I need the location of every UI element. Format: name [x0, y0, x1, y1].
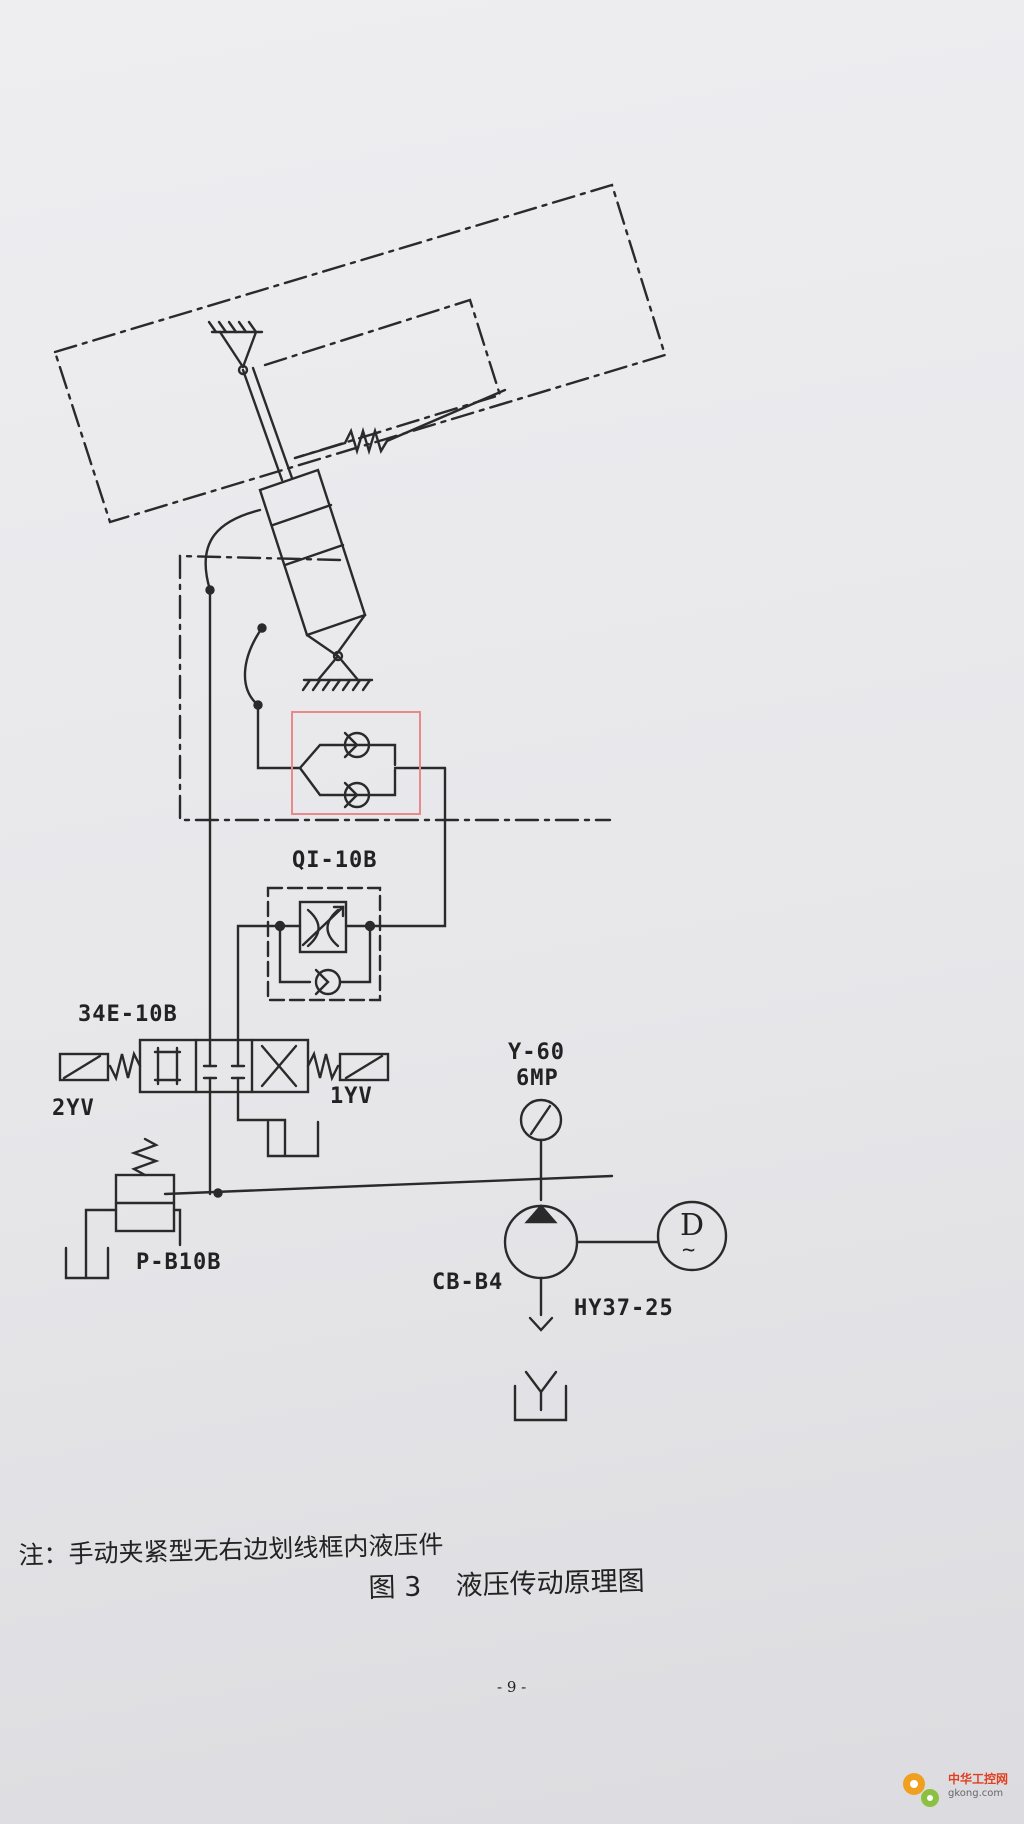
table-frame	[53, 183, 667, 524]
top-pivot	[207, 320, 264, 376]
hose-lower	[243, 626, 264, 707]
relief-valve	[64, 1137, 182, 1280]
site-watermark: 中华工控网 gkong.com	[896, 1764, 1016, 1814]
motor	[656, 1200, 728, 1272]
table-inner-frame	[263, 298, 502, 460]
optional-components-frame	[178, 554, 612, 822]
tank-symbol-pump	[513, 1370, 568, 1422]
throttle-check-valve	[266, 886, 382, 1002]
motor-symbol: D	[680, 1208, 706, 1243]
watermark-url: gkong.com	[948, 1788, 1004, 1799]
line-to-check-valves	[256, 703, 302, 770]
tank-return-valve	[236, 1090, 287, 1158]
gauge-pressure-label: 6MP	[516, 1066, 559, 1091]
page-number: - 9 -	[497, 1678, 527, 1696]
pump	[503, 1176, 660, 1332]
dir-valve-label: 34E-10B	[78, 1002, 178, 1027]
hose-left	[204, 508, 262, 592]
directional-valve	[138, 1038, 310, 1094]
main-pressure-line	[163, 1174, 614, 1196]
pressure-gauge	[519, 1098, 563, 1180]
spring-symbol	[293, 388, 507, 460]
tank-symbol-1	[266, 1120, 320, 1158]
relief-valve-label: P-B10B	[136, 1250, 222, 1275]
solenoid-left	[58, 1050, 142, 1082]
gauge-model-label: Y-60	[508, 1040, 565, 1065]
figure-caption: 图 3 液压传动原理图	[368, 1565, 645, 1604]
bottom-pivot	[301, 650, 374, 692]
hydraulic-cylinder	[241, 366, 367, 657]
solenoid-right-label: 1YV	[330, 1084, 373, 1109]
motor-wave: ~	[682, 1238, 697, 1263]
gear-icon	[903, 1773, 939, 1807]
qi-valve-label: QI-10B	[292, 848, 378, 873]
pump-label: CB-B4	[432, 1270, 504, 1295]
solenoid-left-label: 2YV	[52, 1096, 95, 1121]
watermark-text: 中华工控网	[948, 1772, 1009, 1786]
highlight-box	[291, 711, 421, 815]
solenoid-right	[306, 1050, 390, 1082]
motor-model-label: HY37-25	[574, 1296, 674, 1321]
line-check-to-throttle	[368, 766, 447, 928]
line-throttle-to-valve	[236, 924, 282, 1042]
double-check-valve	[298, 731, 447, 809]
